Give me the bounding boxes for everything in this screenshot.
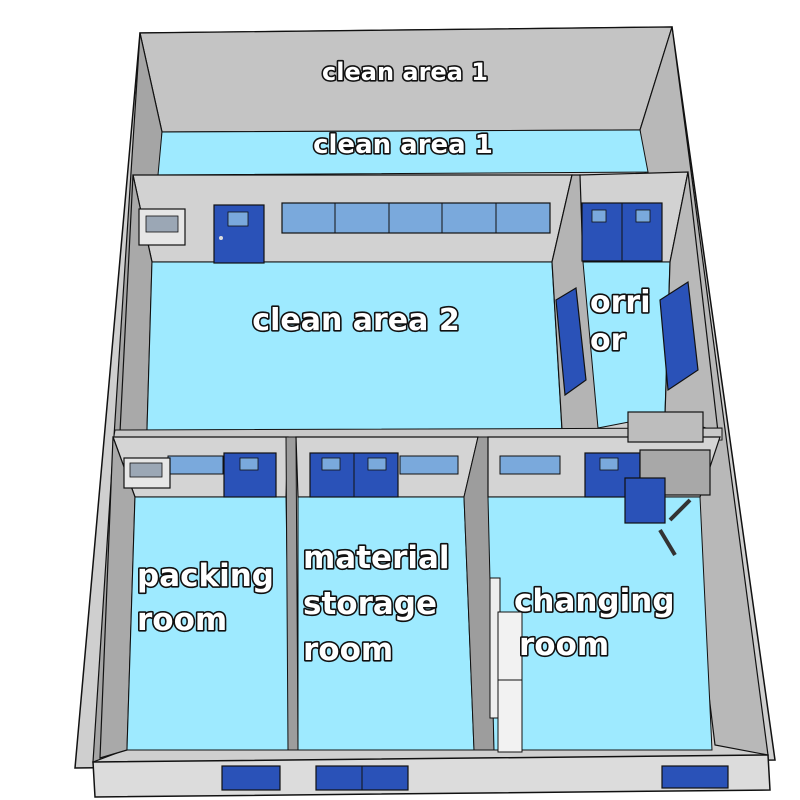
label-clean-area-1-floor: clean area 1	[313, 130, 493, 160]
pass-box-clean-area-2	[138, 208, 186, 246]
wall-packing-material	[285, 436, 299, 751]
door-partition	[555, 287, 587, 397]
clean-area-1-floor	[157, 129, 649, 176]
window-changing-room	[499, 455, 561, 475]
clean-area-2-floor	[146, 261, 563, 431]
label-changing-room: changing room	[514, 583, 685, 663]
label-clean-area-1-line: clean area 1	[322, 58, 488, 86]
label-material-line-1: material	[303, 540, 450, 576]
front-doors	[221, 765, 729, 791]
window-row-clean-area-2	[281, 202, 551, 234]
label-packing-room-line-2: room	[137, 602, 227, 638]
label-corridor: orri or	[590, 285, 661, 358]
label-corridor-line-1: orri	[590, 285, 650, 320]
window-packing-room	[167, 455, 224, 475]
pass-box-packing-room	[123, 457, 171, 489]
label-changing-room-line-1: changing	[514, 583, 675, 619]
label-material-storage-room: material storage room	[303, 540, 460, 668]
material-room-right-wall	[463, 436, 495, 751]
door-packing-room	[223, 452, 277, 498]
label-packing-room-line-1: packing	[137, 558, 274, 594]
label-corridor-line-2: or	[590, 323, 626, 358]
label-changing-room-line-2: room	[519, 627, 609, 663]
air-shower-equipment	[624, 411, 711, 557]
locker-unit	[489, 577, 523, 753]
label-clean-area-2: clean area 2	[252, 303, 459, 338]
window-material-room	[399, 455, 459, 475]
door-corridor-back	[581, 202, 663, 262]
material-room-floor	[297, 496, 475, 751]
label-clean-area-1-floor-line: clean area 1	[313, 130, 493, 160]
door-material-room	[309, 452, 399, 498]
label-material-line-2: storage	[303, 586, 437, 622]
door-corridor-right	[659, 280, 699, 392]
label-material-line-3: room	[303, 632, 393, 668]
label-packing-room: packing room	[137, 558, 285, 638]
label-clean-area-2-line: clean area 2	[252, 303, 459, 338]
door-clean-area-2	[213, 204, 265, 264]
label-clean-area-1: clean area 1	[322, 58, 488, 86]
